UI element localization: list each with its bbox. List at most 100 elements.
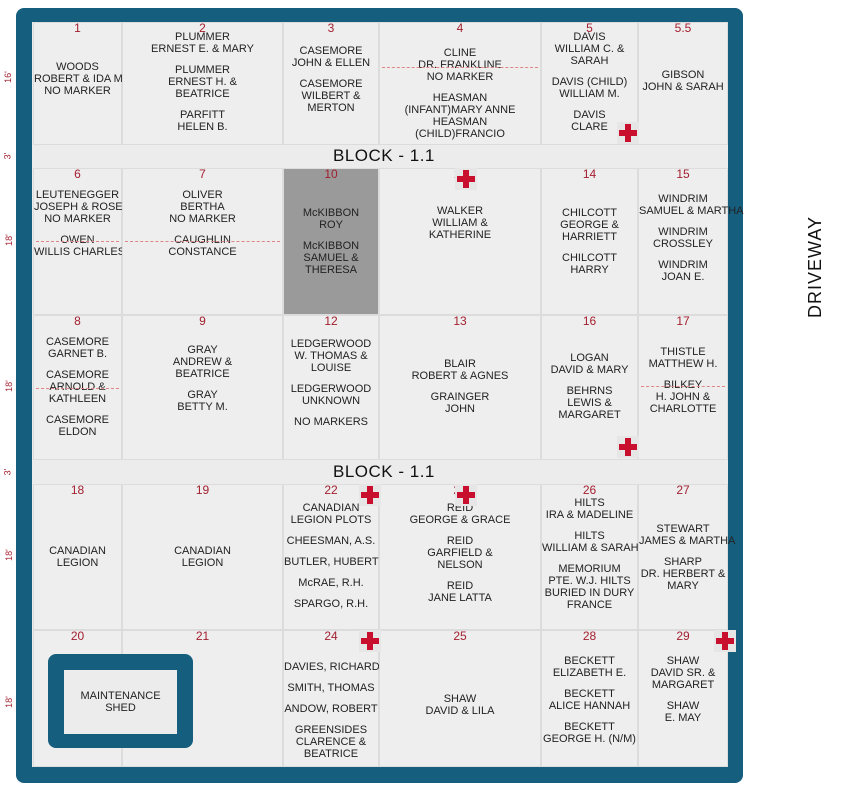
occupant-line: WOODS — [56, 61, 99, 73]
occupant-line: LOGAN — [570, 352, 609, 364]
occupant-line: BEHRNS — [566, 385, 613, 397]
occupant-line: LOUISE — [310, 362, 352, 374]
occupant-line: (INFANT)MARY ANNE — [404, 104, 516, 116]
lot-number: 2 — [199, 21, 206, 35]
occupant-line: BEATRICE — [175, 88, 230, 100]
occupant-line: CHEESMAN, A.S. — [286, 535, 376, 547]
occupant-line: BURIED IN DURY — [544, 587, 635, 599]
occupant-line: GREENSIDES — [294, 724, 368, 736]
occupant-line: ROY — [319, 219, 343, 231]
lot-number: 13 — [453, 314, 467, 328]
occupant-line: SARAH — [570, 55, 609, 67]
occupant-line: SHAW — [443, 693, 477, 705]
occupant-line: JAMES & MARTHA — [639, 535, 736, 547]
occupant-line: MEMORIUM — [558, 563, 621, 575]
lot-number: 10 — [324, 167, 338, 181]
occupant-line: MERTON — [307, 102, 355, 114]
maintenance-shed[interactable]: MAINTENANCE SHED — [64, 670, 177, 734]
occupant-line: PTE. W.J. HILTS — [548, 575, 631, 587]
occupant-line: CASEMORE — [46, 336, 109, 348]
occupant-line: CAUGHLIN — [174, 234, 231, 246]
occupant-line: GEORGE H. (N/M) — [543, 733, 636, 745]
lot-divider — [382, 67, 538, 68]
lot-number: 16 — [582, 314, 597, 328]
lot-number: 24 — [324, 629, 338, 643]
occupant-group: ANDOW, ROBERT — [284, 703, 378, 715]
occupant-line: DAVIS — [573, 109, 606, 121]
occupant-line: REID — [446, 535, 474, 547]
occupant-line: JOHN & SARAH — [642, 81, 724, 93]
occupant-line: STEWART — [656, 523, 710, 535]
occupant-line: ELDON — [58, 426, 97, 438]
lot-number: 20 — [70, 629, 85, 643]
lot-number: 25 — [453, 629, 467, 643]
occupant-line: PARFITT — [179, 109, 225, 121]
occupant-line: DAVIS (CHILD) — [551, 76, 628, 88]
occupant-line: BUTLER, HUBERT — [284, 556, 379, 568]
occupant-line: CANADIAN — [49, 545, 106, 557]
occupant-line: HARRIETT — [562, 231, 617, 243]
occupant-line: CROSSLEY — [653, 238, 713, 250]
occupant-line: GRAY — [187, 344, 218, 356]
occupant-line: CANADIAN — [302, 502, 360, 514]
occupant-line: REID — [446, 502, 474, 514]
lot-number: 7 — [199, 167, 206, 181]
block-label-middle: BLOCK - 1.1 — [333, 462, 435, 481]
occupant-group: BUTLER, HUBERT — [284, 556, 379, 568]
occupant-line: LEWIS & — [567, 397, 612, 409]
occupant-line: WINDRIM — [658, 226, 708, 238]
occupant-line: ELIZABETH E. — [552, 667, 627, 679]
lot-number: 5.5 — [674, 21, 692, 35]
